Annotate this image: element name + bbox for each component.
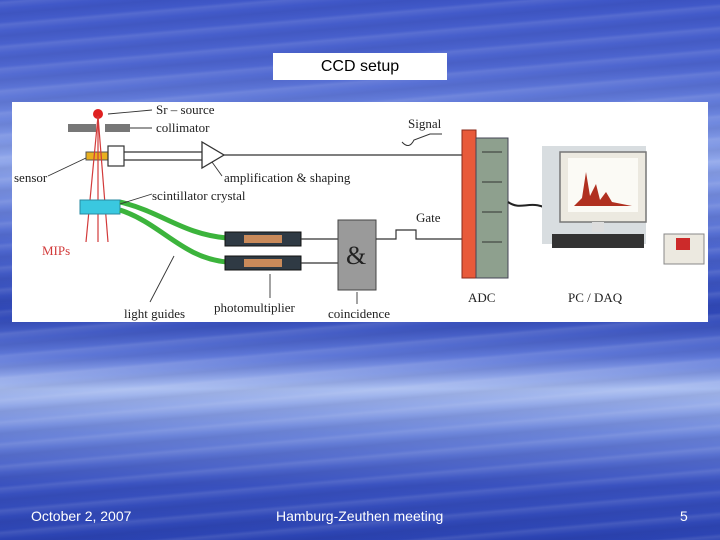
sensor-chip	[85, 151, 109, 161]
label-signal: Signal	[408, 116, 442, 131]
sensor-holder	[107, 145, 125, 167]
pc-monitor-stand	[592, 222, 604, 232]
scintillator-crystal	[79, 199, 121, 215]
mip-track-3	[97, 115, 109, 243]
setup-diagram: Sr – source collimator sensor scintillat…	[12, 102, 708, 322]
label-and-gate: &	[346, 241, 366, 270]
label-pc-daq: PC / DAQ	[568, 290, 623, 305]
adc-board-front	[461, 129, 477, 279]
mip-track-1	[85, 115, 99, 243]
signal-waveform	[401, 133, 442, 146]
source-dot	[93, 109, 103, 119]
label-sensor: sensor	[14, 170, 48, 185]
arrow-source	[107, 109, 153, 115]
slide-title: CCD setup	[273, 53, 447, 80]
arrow-amplification	[211, 161, 223, 177]
amplifier-triangle	[201, 140, 226, 170]
arrow-light-guides	[149, 255, 175, 303]
footer-date: October 2, 2007	[31, 508, 132, 524]
setup-diagram-svg: Sr – source collimator sensor scintillat…	[14, 102, 705, 321]
footer-page-number: 5	[680, 508, 688, 524]
label-light-guides: light guides	[124, 306, 185, 321]
photomultiplier-upper-label	[244, 235, 282, 243]
daq-logo	[676, 238, 690, 250]
slide-title-text: CCD setup	[320, 57, 400, 75]
photomultiplier-lower-label	[244, 259, 282, 267]
pc-keyboard	[552, 234, 644, 248]
label-source: Sr – source	[156, 102, 215, 117]
label-coincidence: coincidence	[328, 306, 390, 321]
light-guide-lower	[119, 207, 228, 265]
arrow-scintillator	[119, 193, 153, 205]
label-adc: ADC	[468, 290, 495, 305]
and-gate-box	[337, 219, 377, 291]
label-gate: Gate	[416, 210, 441, 225]
pc-screen-histogram	[574, 172, 632, 206]
label-scintillator: scintillator crystal	[152, 188, 246, 203]
label-amplification: amplification & shaping	[224, 170, 351, 185]
collimator-left	[68, 124, 96, 132]
gate-pulse-line	[376, 229, 462, 240]
label-collimator: collimator	[156, 120, 210, 135]
label-mips: MIPs	[42, 243, 70, 258]
light-guide-upper	[119, 199, 228, 241]
adc-board-pcb	[475, 137, 509, 279]
arrow-sensor	[47, 157, 87, 177]
label-photomultiplier: photomultiplier	[214, 300, 296, 315]
footer-meeting: Hamburg-Zeuthen meeting	[276, 508, 444, 524]
collimator-right	[105, 124, 130, 132]
